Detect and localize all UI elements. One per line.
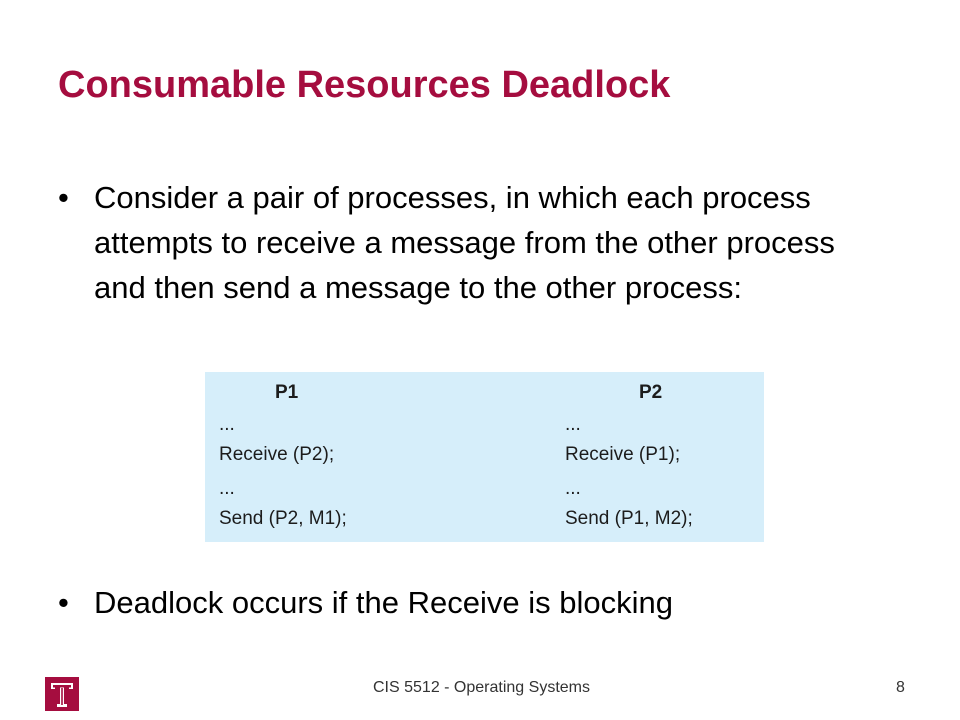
slide-footer: CIS 5512 - Operating Systems 8	[0, 677, 960, 711]
code-table: P1 ... Receive (P2); ... Send (P2, M1); …	[205, 372, 764, 542]
code-line: ...	[565, 414, 581, 435]
code-line: ...	[219, 478, 235, 499]
code-line: ...	[219, 414, 235, 435]
footer-course-title: CIS 5512 - Operating Systems	[373, 679, 590, 696]
slide-title: Consumable Resources Deadlock	[58, 64, 671, 106]
code-column-header: P1	[275, 382, 299, 403]
bullet-item-1: • Consider a pair of processes, in which…	[58, 175, 888, 310]
page-number: 8	[896, 679, 905, 696]
temple-university-t-logo-icon	[45, 677, 79, 711]
bullet-item-2: • Deadlock occurs if the Receive is bloc…	[58, 580, 888, 625]
bullet-text: Deadlock occurs if the Receive is blocki…	[94, 585, 673, 620]
code-line: Send (P1, M2);	[565, 508, 693, 529]
code-column-header: P2	[639, 382, 663, 403]
bullet-text: Consider a pair of processes, in which e…	[94, 180, 835, 305]
bullet-marker: •	[58, 585, 69, 620]
code-line: Send (P2, M1);	[219, 508, 347, 529]
code-line: ...	[565, 478, 581, 499]
code-line: Receive (P2);	[219, 444, 335, 465]
code-line: Receive (P1);	[565, 444, 681, 465]
bullet-marker: •	[58, 180, 69, 215]
